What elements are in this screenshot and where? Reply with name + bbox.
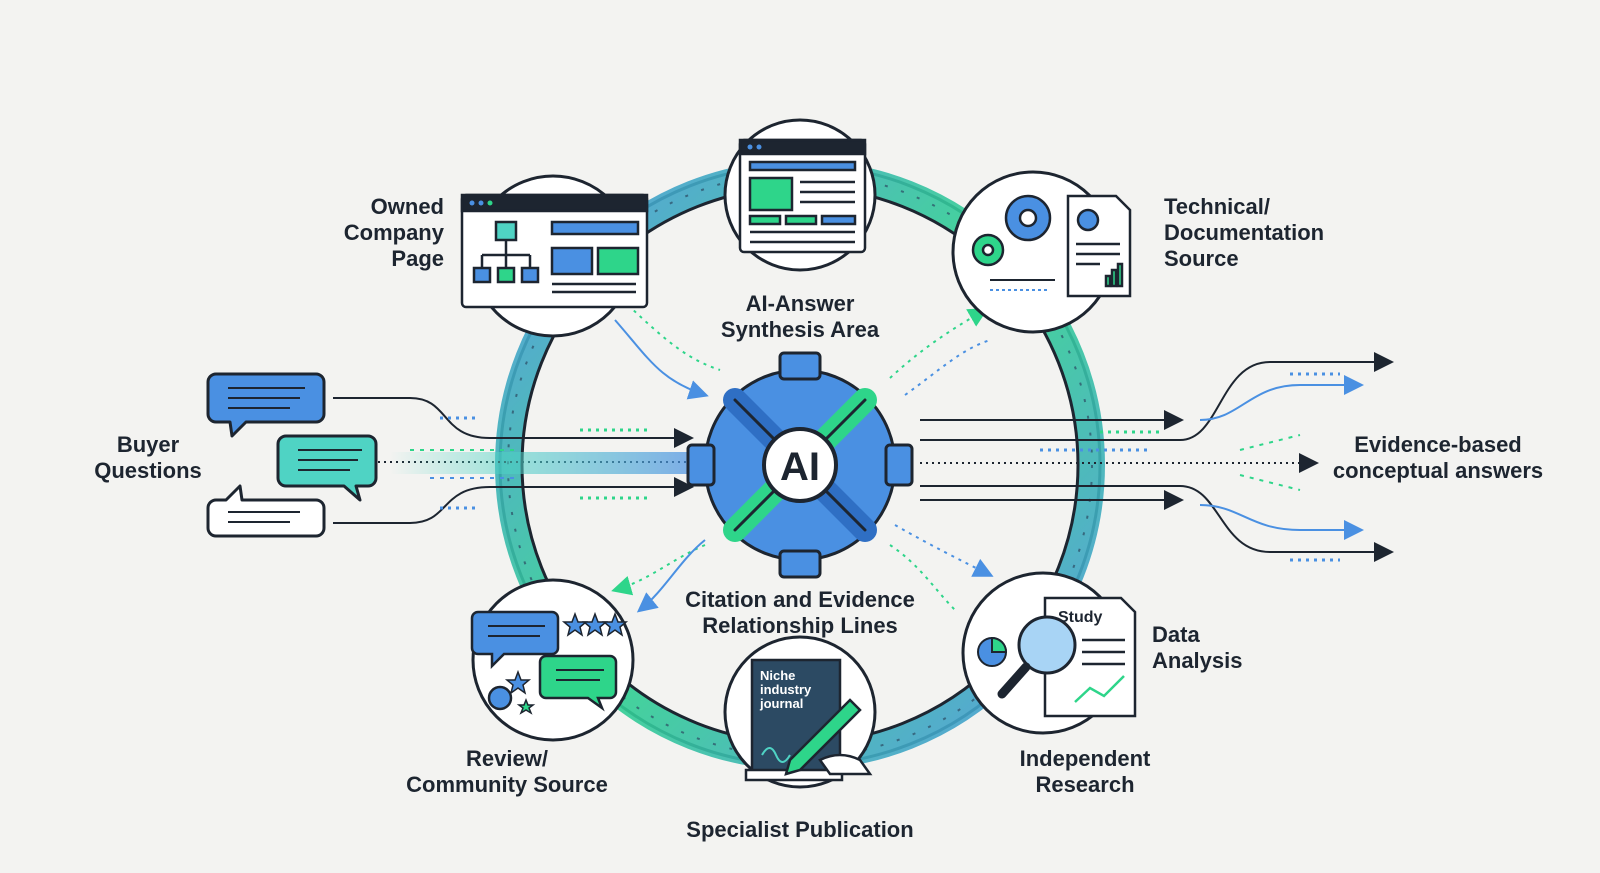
ai-answer-node — [723, 118, 877, 272]
magnifier-icon — [997, 615, 1077, 699]
data-analysis-label: Data Analysis — [1152, 622, 1243, 673]
star-rating-icon — [504, 611, 629, 715]
hub-label: AI — [780, 445, 820, 489]
citation-lines-label: Citation and Evidence Relationship Lines — [685, 587, 915, 638]
citation-lines — [611, 304, 994, 613]
journal-title-line: Niche — [760, 668, 795, 683]
gear-icon — [971, 194, 1052, 267]
journal-title-line: industry — [760, 682, 812, 697]
output-lines — [920, 352, 1394, 562]
org-chart-icon — [472, 220, 540, 284]
ai-hub: AI — [686, 351, 914, 579]
journal-title-line: journal — [759, 696, 803, 711]
chat-bubble-icon — [276, 434, 378, 502]
independent-research-node: Study — [961, 571, 1137, 735]
owned-company-node — [460, 174, 649, 338]
buyer-input-lines — [333, 397, 694, 524]
buyer-questions-label: Buyer Questions — [94, 432, 202, 483]
document-icon — [1066, 194, 1132, 298]
owned-company-label: Owned Company Page — [343, 194, 444, 271]
chat-bubble-icon — [206, 484, 326, 538]
browser-window-icon — [460, 193, 649, 309]
browser-window-icon — [738, 138, 867, 254]
chat-bubble-icon — [206, 372, 326, 438]
review-source-label: Review/ Community Source — [406, 746, 608, 797]
technical-source-node — [951, 170, 1132, 334]
technical-source-label: Technical/ Documentation Source — [1164, 194, 1325, 271]
chat-bubble-icon — [470, 610, 560, 670]
specialist-publication-node: Niche industry journal — [723, 635, 877, 789]
journal-title: Niche industry journal — [759, 668, 815, 711]
study-label: Study — [1058, 609, 1103, 626]
chat-bubble-icon — [487, 654, 618, 712]
buyer-chat-bubbles — [206, 372, 378, 538]
evidence-answers-label: Evidence-based conceptual answers — [1332, 432, 1544, 483]
review-source-node — [470, 578, 635, 742]
pen-hand-icon — [761, 698, 873, 776]
specialist-publication-label: Specialist Publication — [686, 817, 914, 842]
pie-chart-icon — [977, 636, 1008, 667]
ai-answer-label: AI-Answer Synthesis Area — [720, 291, 880, 342]
independent-research-label: Independent Research — [1019, 746, 1151, 797]
